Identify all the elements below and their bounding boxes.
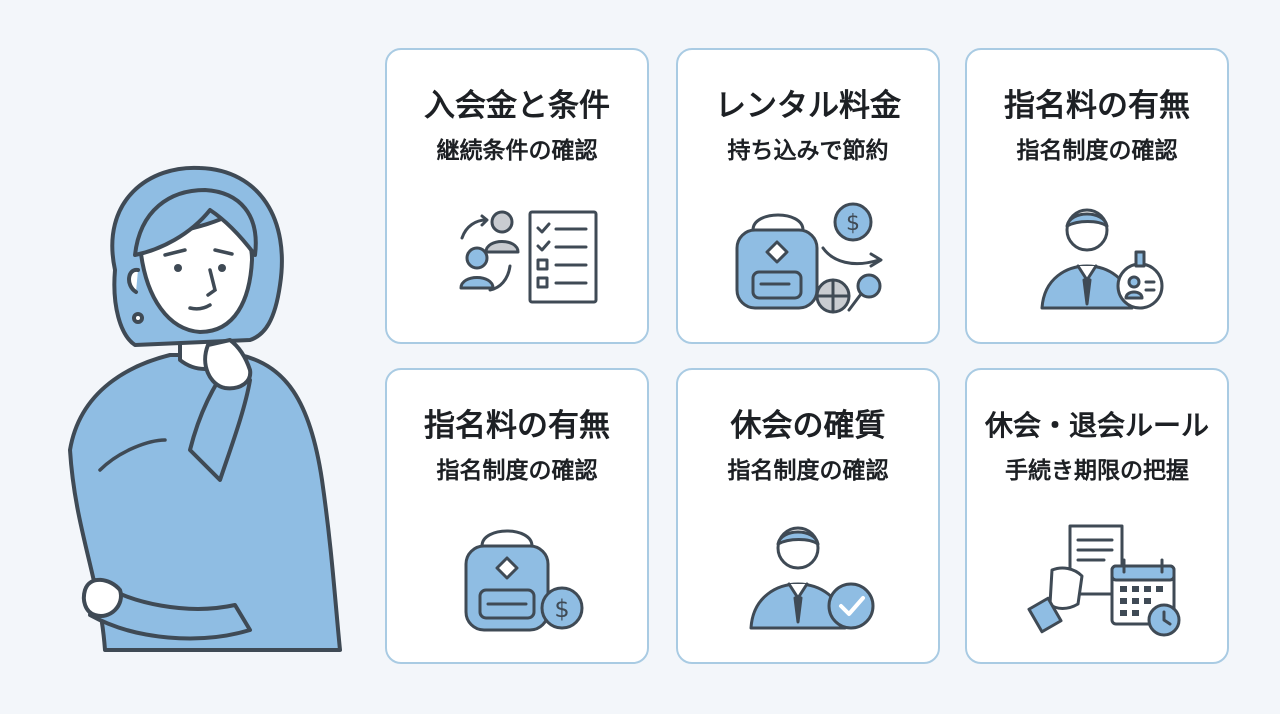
card-title: 休会・退会ルール (984, 409, 1209, 442)
card-subtitle: 持ち込みで節約 (727, 138, 889, 164)
card-title: 休会の確質 (730, 408, 886, 444)
card-subtitle: 継続条件の確認 (436, 138, 598, 164)
card-suspension-withdrawal-rules: 休会・退会ルール 手続き期限の把握 (965, 368, 1229, 664)
card-rental-fee: レンタル料金 持ち込みで節約 $ (676, 48, 940, 344)
user-cycle-checklist-icon (459, 210, 598, 304)
svg-text:$: $ (846, 211, 860, 236)
card-title: 指名料の有無 (1004, 88, 1190, 124)
card-subtitle: 手続き期限の把握 (1005, 458, 1189, 484)
backpack-savings-icon: $ (735, 202, 883, 314)
instructor-badge-icon (1040, 208, 1164, 310)
svg-text:$: $ (554, 595, 569, 623)
card-suspension-quality: 休会の確質 指名制度の確認 (676, 368, 940, 664)
backpack-price-icon: $ (464, 529, 584, 632)
card-subtitle: 指名制度の確認 (436, 458, 598, 484)
card-title: レンタル料金 (715, 88, 901, 124)
card-title: 指名料の有無 (424, 408, 610, 444)
card-nomination-fee-2: 指名料の有無 指名制度の確認 $ (385, 368, 649, 664)
card-subtitle: 指名制度の確認 (1016, 138, 1178, 164)
thinking-woman-illustration (68, 165, 342, 652)
card-subtitle: 指名制度の確認 (727, 458, 889, 484)
card-nomination-fee: 指名料の有無 指名制度の確認 (965, 48, 1229, 344)
card-title: 入会金と条件 (424, 88, 610, 124)
verified-staff-icon (749, 526, 875, 630)
document-calendar-icon (1027, 524, 1181, 637)
info-card-grid: 入会金と条件 継続条件の確認 (385, 48, 1233, 668)
card-admission-fee: 入会金と条件 継続条件の確認 (385, 48, 649, 344)
